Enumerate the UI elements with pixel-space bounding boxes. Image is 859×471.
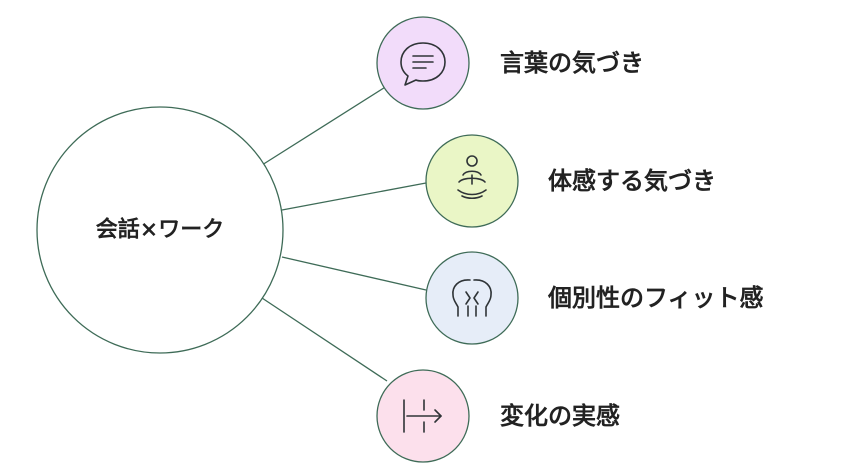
- connector-hub-to-node-1: [261, 85, 388, 166]
- meditation-icon: [457, 155, 487, 200]
- node-1: 言葉の気づき: [376, 16, 644, 110]
- node-4-label: 変化の実感: [500, 402, 620, 430]
- node-3-label: 個別性のフィット感: [547, 284, 764, 312]
- hub-label: 会話×ワーク: [96, 217, 224, 243]
- node-1-circle: [376, 16, 470, 110]
- hub-circle: [36, 106, 284, 354]
- hub-node: 会話×ワーク: [36, 106, 284, 354]
- node-3: 個別性のフィット感: [425, 251, 764, 345]
- connector-hub-to-node-3: [281, 256, 427, 291]
- two-heads-icon: [452, 279, 492, 317]
- connector-hub-to-node-2: [281, 182, 427, 211]
- connector-lines: [261, 85, 427, 382]
- connector-hub-to-node-4: [261, 297, 388, 382]
- node-1-label: 言葉の気づき: [500, 49, 644, 77]
- speech-bubble-icon: [400, 42, 446, 86]
- node-4: 変化の実感: [376, 369, 620, 463]
- node-2: 体感する気づき: [425, 134, 716, 228]
- node-3-circle: [425, 251, 519, 345]
- split-arrow-icon: [403, 399, 442, 433]
- node-2-label: 体感する気づき: [548, 167, 716, 195]
